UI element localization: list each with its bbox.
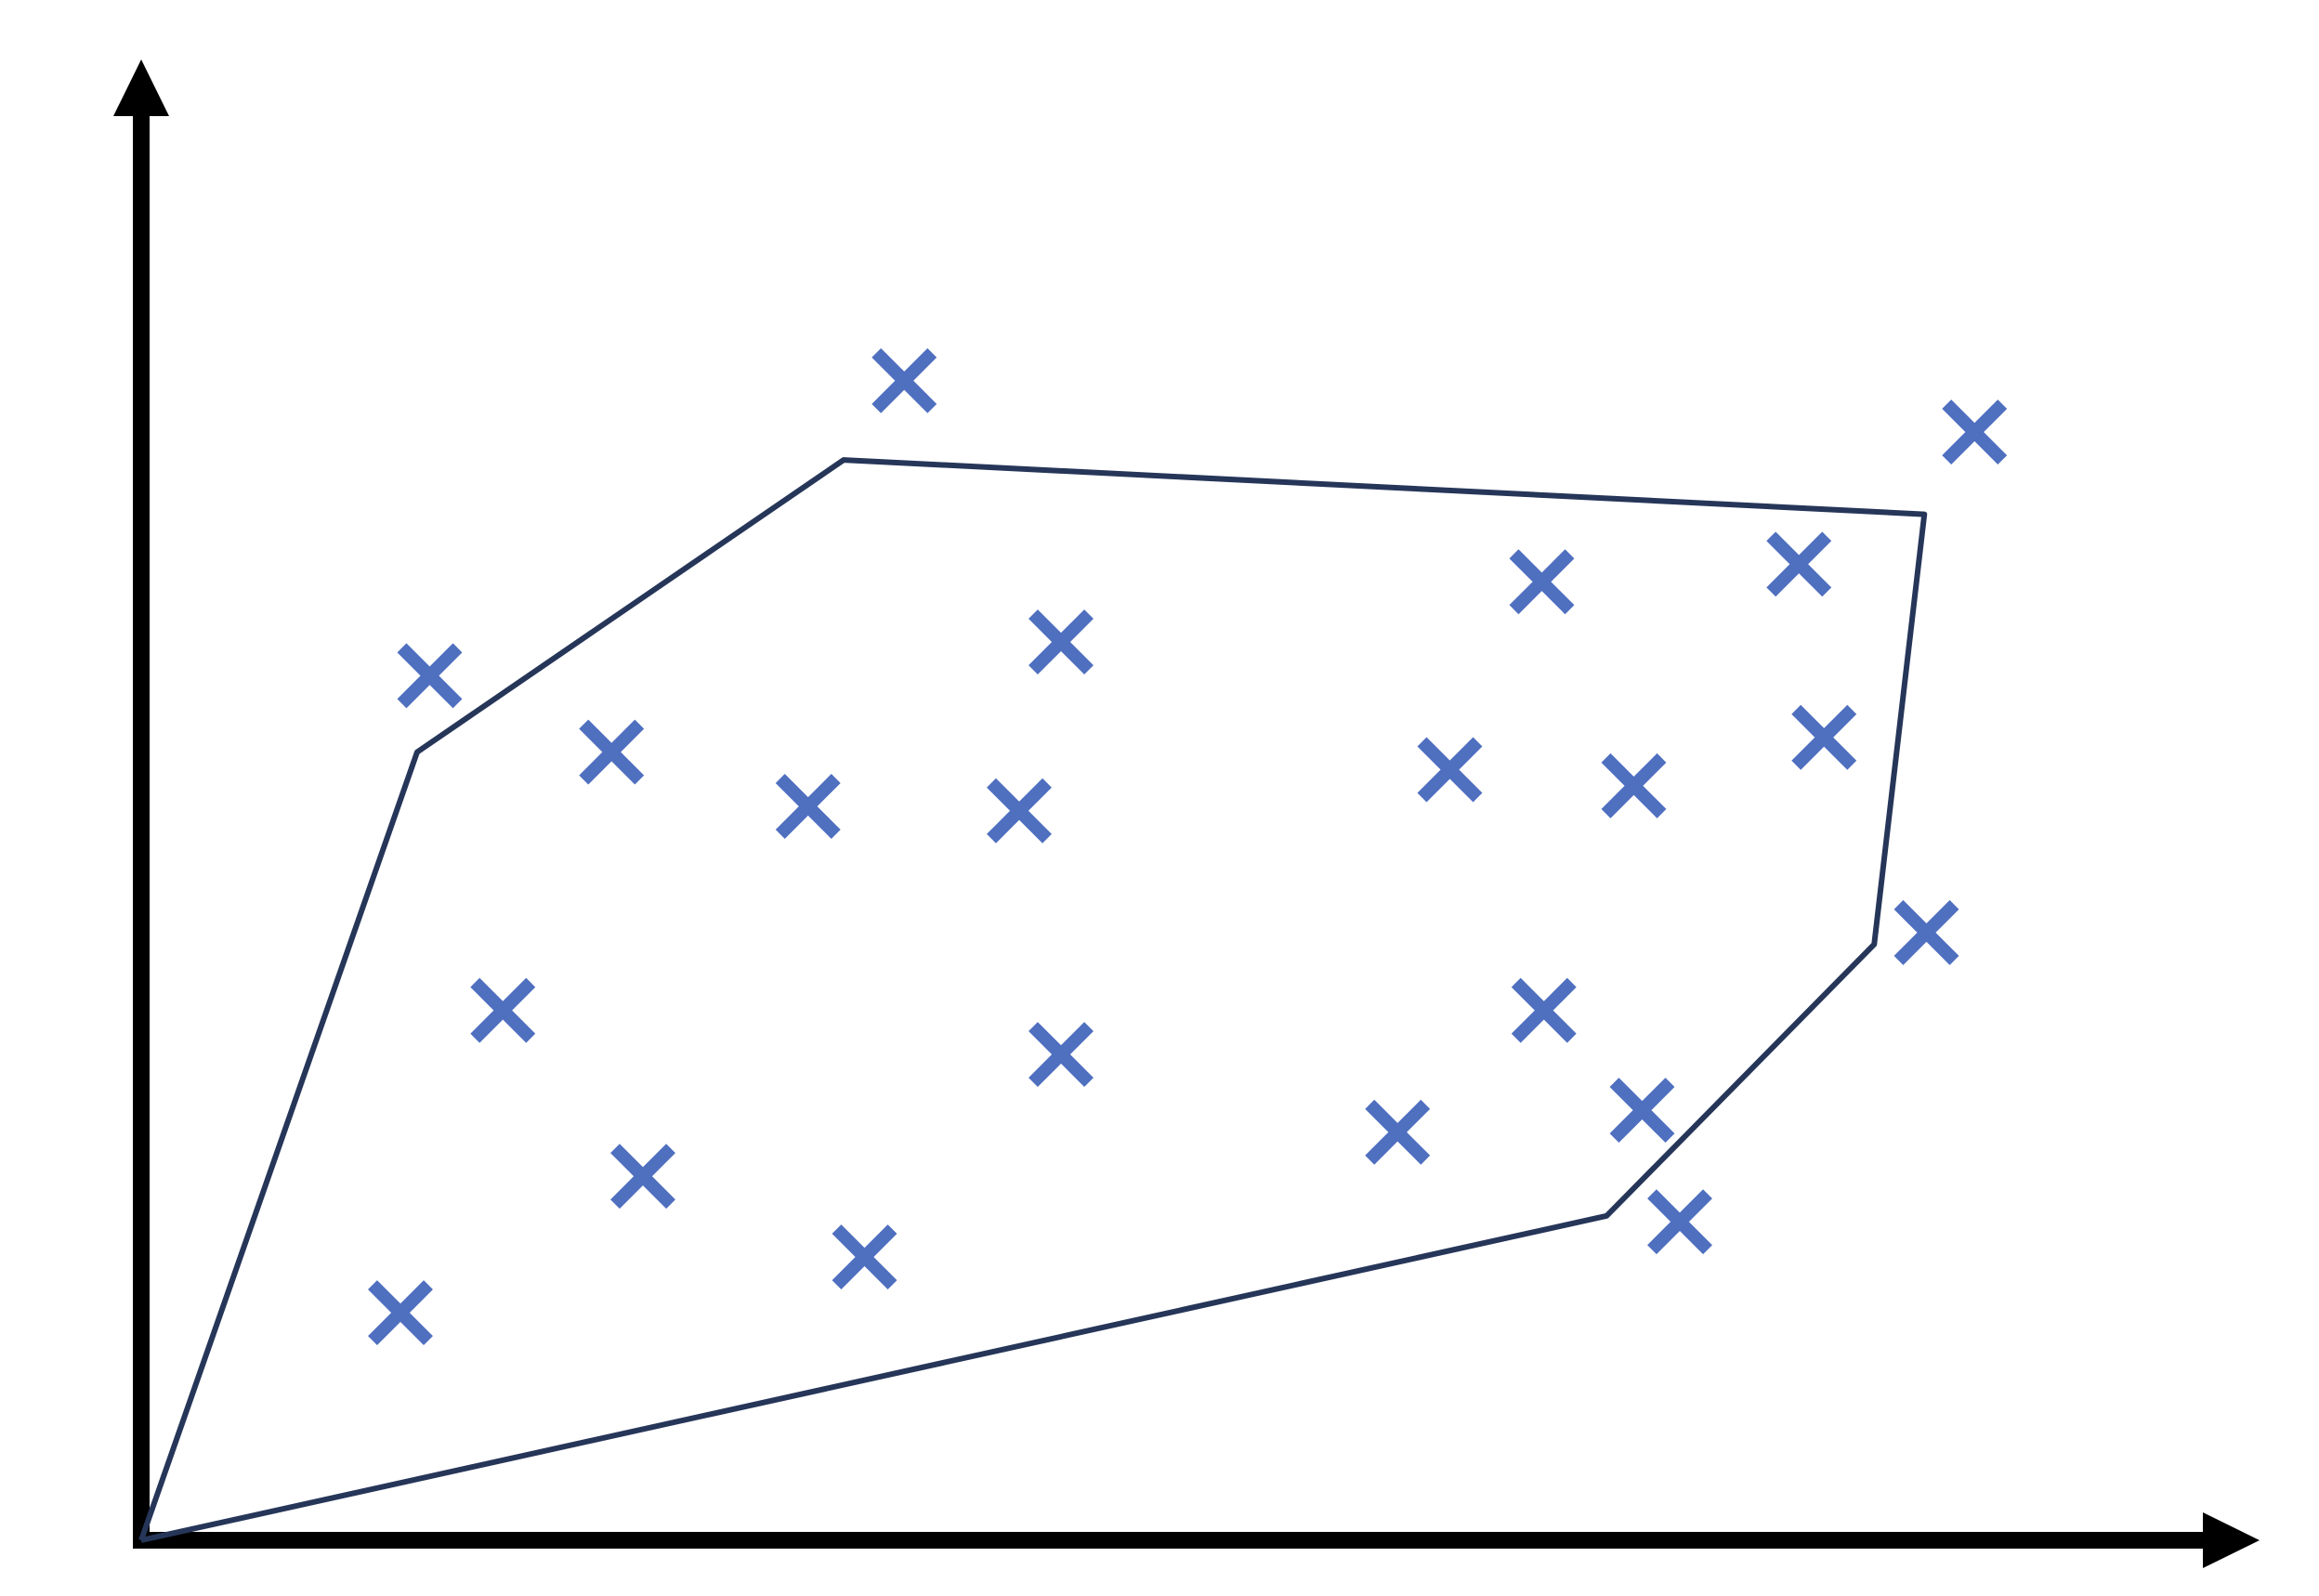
point-marker <box>1417 737 1483 803</box>
point-marker-stroke <box>1766 531 1832 597</box>
axes <box>113 59 2260 1568</box>
point-marker-stroke <box>1365 1099 1431 1165</box>
point-marker <box>1609 1078 1675 1144</box>
point-marker <box>1511 977 1577 1043</box>
y-axis-arrowhead <box>113 59 169 116</box>
point-marker <box>579 719 645 785</box>
point-marker-stroke <box>1028 1022 1094 1087</box>
point-marker-stroke <box>1647 1189 1712 1255</box>
point-marker-stroke <box>1028 609 1094 674</box>
point-marker <box>610 1144 675 1210</box>
point-marker-stroke <box>1942 399 2008 465</box>
point-marker-stroke <box>1509 549 1575 615</box>
point-marker <box>1509 549 1575 615</box>
point-marker-stroke <box>397 643 463 709</box>
point-marker <box>987 778 1052 844</box>
point-marker <box>1365 1099 1431 1165</box>
point-marker <box>368 1280 433 1346</box>
x-axis-arrowhead <box>2203 1512 2260 1568</box>
point-marker-stroke <box>1893 899 1959 965</box>
point-marker-stroke <box>368 1280 433 1346</box>
point-marker <box>775 774 841 839</box>
point-marker-stroke <box>579 719 645 785</box>
point-marker-stroke <box>987 778 1052 844</box>
convex-hull-outline <box>138 457 1928 1543</box>
point-marker <box>1028 1022 1094 1087</box>
point-marker-stroke <box>871 347 937 413</box>
point-marker <box>397 643 463 709</box>
point-marker <box>1893 899 1959 965</box>
point-marker <box>832 1224 897 1290</box>
point-marker-stroke <box>1511 977 1577 1043</box>
point-marker-stroke <box>775 774 841 839</box>
point-marker-stroke <box>1791 704 1857 770</box>
scatter-points <box>368 347 2008 1346</box>
point-marker <box>1647 1189 1712 1255</box>
point-marker <box>1791 704 1857 770</box>
point-marker-stroke <box>470 977 536 1043</box>
point-marker-stroke <box>1601 752 1667 818</box>
point-marker <box>470 977 536 1043</box>
point-marker-stroke <box>1609 1078 1675 1144</box>
point-marker <box>1028 609 1094 674</box>
point-marker <box>1766 531 1832 597</box>
point-marker <box>1942 399 2008 465</box>
point-marker-stroke <box>832 1224 897 1290</box>
point-marker-stroke <box>610 1144 675 1210</box>
point-marker-stroke <box>1417 737 1483 803</box>
point-marker <box>871 347 937 413</box>
point-marker <box>1601 752 1667 818</box>
